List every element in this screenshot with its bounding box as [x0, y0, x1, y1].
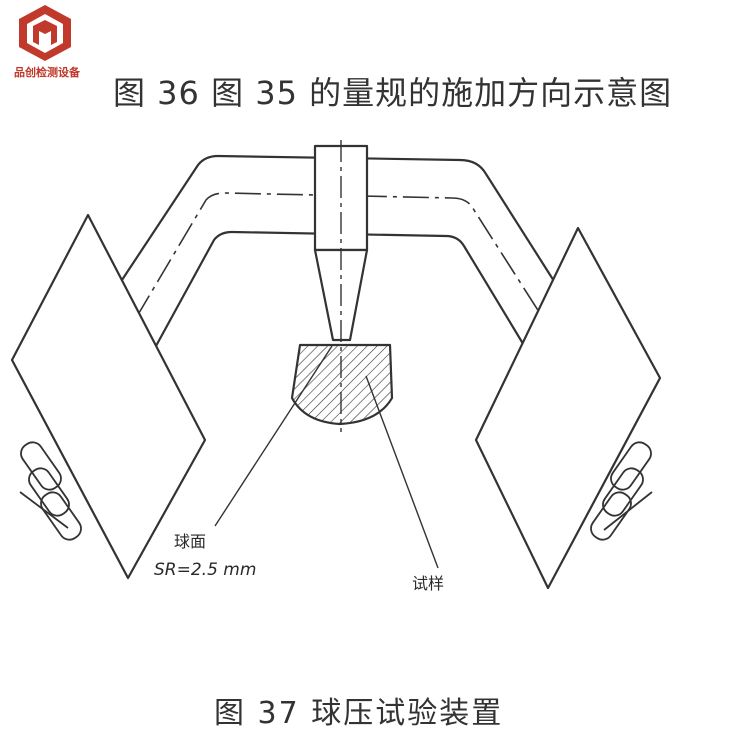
- label-specimen: 试样: [412, 574, 445, 593]
- left-rollers: [19, 441, 82, 541]
- leader-ball: [214, 345, 333, 527]
- figure-caption-top: 图 36 图 35 的量规的施加方向示意图: [113, 74, 673, 112]
- figure-caption-bottom: 图 37 球压试验装置: [214, 696, 504, 731]
- label-ball-surface: 球面: [174, 532, 207, 551]
- cube-logo-icon: [19, 5, 71, 61]
- specimen: [290, 343, 394, 426]
- leader-specimen: [365, 375, 439, 569]
- right-rollers: [590, 441, 653, 541]
- left-support-block: [10, 213, 207, 580]
- brand-name: 品创检测设备: [14, 66, 80, 79]
- label-sphere-radius: SR=2.5 mm: [154, 560, 257, 580]
- right-support-block: [474, 226, 662, 590]
